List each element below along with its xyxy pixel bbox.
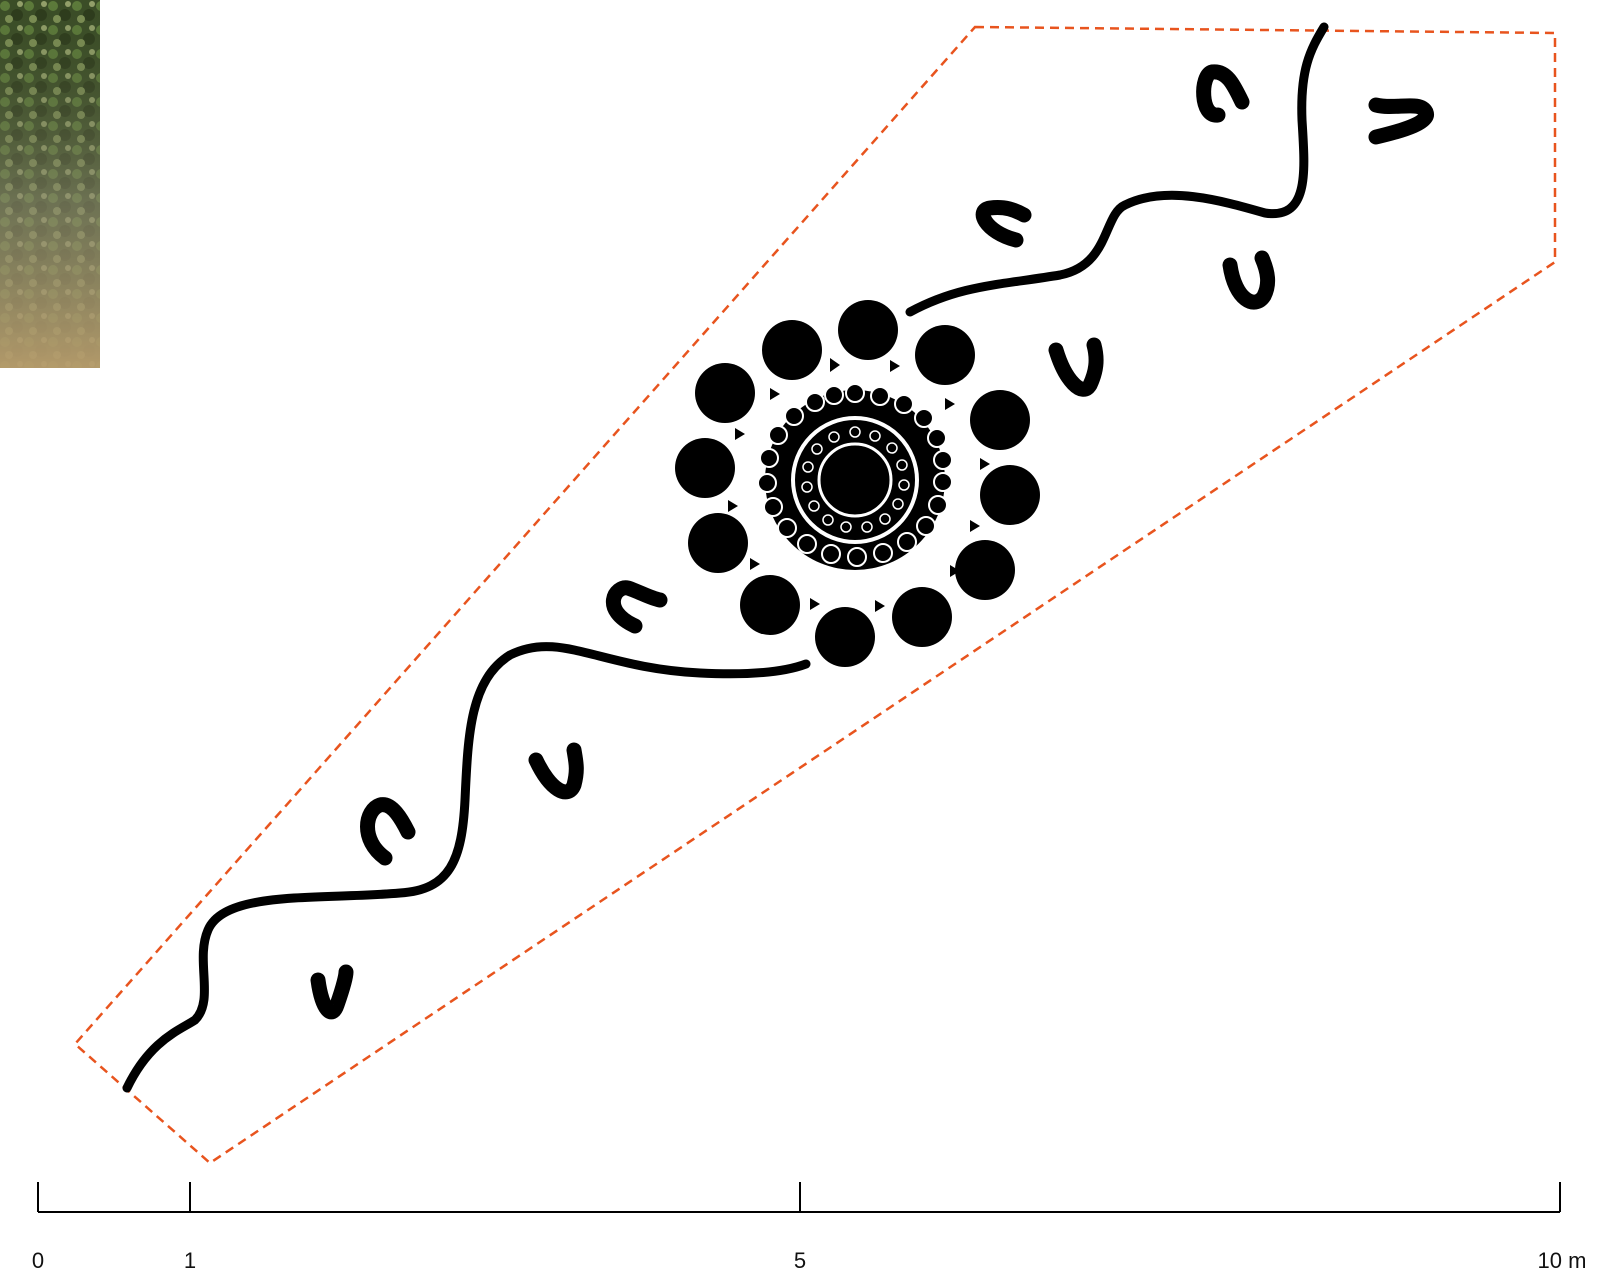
outer-dot	[675, 438, 735, 498]
outer-ring-dots	[675, 300, 1040, 667]
vegetation-photo	[0, 0, 100, 368]
centre-disc	[825, 450, 885, 510]
track-marks	[310, 64, 1434, 1020]
central-circle-motif	[675, 300, 1040, 667]
scale-label-0: 0	[31, 1248, 45, 1273]
outer-dot	[695, 363, 755, 423]
outer-dot	[815, 607, 875, 667]
inner-ring-circles	[801, 426, 910, 533]
winding-path-lower	[122, 642, 811, 1093]
outer-dot	[915, 325, 975, 385]
scale-bar	[37, 1182, 1561, 1213]
track-mark	[1222, 250, 1276, 310]
outer-dot	[838, 300, 898, 360]
track-mark	[360, 797, 416, 866]
outer-dot	[762, 320, 822, 380]
outer-dot	[688, 513, 748, 573]
scale-label-5: 5	[793, 1248, 807, 1273]
winding-path-upper	[905, 22, 1329, 317]
outer-dot	[980, 465, 1040, 525]
track-mark	[1048, 337, 1104, 397]
outer-dot	[740, 575, 800, 635]
track-mark	[1196, 64, 1250, 123]
scale-label-1: 1	[183, 1248, 197, 1273]
track-mark	[528, 742, 584, 800]
scale-label-10: 10 m	[1537, 1248, 1587, 1273]
outer-dot	[892, 587, 952, 647]
track-mark	[975, 200, 1032, 248]
mid-ring-dots	[757, 383, 953, 567]
track-mark	[310, 964, 354, 1020]
track-mark	[1368, 97, 1434, 145]
site-boundary	[73, 25, 1557, 1165]
outer-dot	[955, 540, 1015, 600]
track-mark	[605, 580, 668, 634]
spacer-triangles	[728, 358, 990, 612]
outer-dot	[970, 390, 1030, 450]
